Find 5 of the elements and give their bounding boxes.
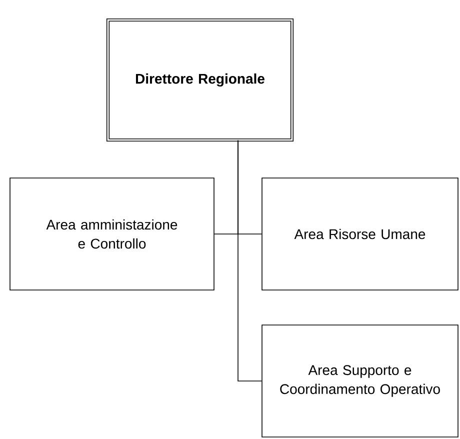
- director-box: Direttore Regionale: [106, 18, 294, 142]
- connector-line: [238, 140, 262, 382]
- area-box: Area Risorse Umane: [262, 178, 458, 290]
- area-box: Area amministazione e Controllo: [10, 178, 214, 290]
- area-box: Area Supporto e Coordinamento Operativo: [262, 324, 458, 438]
